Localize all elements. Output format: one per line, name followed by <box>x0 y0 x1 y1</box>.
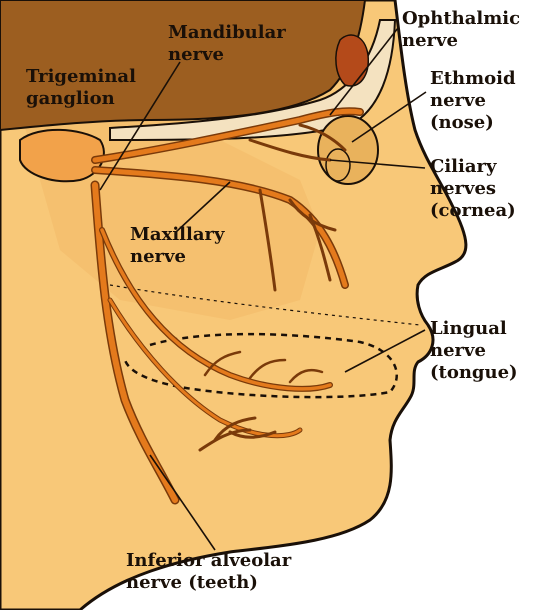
label-line: Maxillary <box>130 224 225 245</box>
label-line: Ophthalmic <box>402 8 520 29</box>
label-line: nerve <box>402 30 458 51</box>
label-line: Lingual <box>430 318 507 339</box>
label-ophthalmic: Ophthalmic nerve <box>402 8 526 51</box>
label-line: nerve <box>430 340 486 361</box>
label-line: nerve <box>168 44 224 65</box>
label-line: (tongue) <box>430 362 518 383</box>
label-lingual: Lingual nerve (tongue) <box>430 318 518 383</box>
label-line: nerve (teeth) <box>126 572 258 593</box>
label-line: Mandibular <box>168 22 286 43</box>
trigeminal-ganglion <box>20 130 104 181</box>
label-line: nerve <box>130 246 186 267</box>
label-line: Ethmoid <box>430 68 516 89</box>
label-line: (nose) <box>430 112 494 133</box>
label-ethmoid: Ethmoid nerve (nose) <box>430 68 522 133</box>
label-line: nerve <box>430 90 486 111</box>
label-line: Ciliary <box>430 156 497 177</box>
label-alveolar: Inferior alveolar nerve (teeth) <box>126 550 297 593</box>
label-line: (cornea) <box>430 200 516 221</box>
sinus-cavity <box>336 35 368 86</box>
label-line: ganglion <box>26 88 115 109</box>
label-line: nerves <box>430 178 496 199</box>
label-ciliary: Ciliary nerves (cornea) <box>430 156 516 221</box>
label-line: Inferior alveolar <box>126 550 292 571</box>
label-line: Trigeminal <box>26 66 136 87</box>
